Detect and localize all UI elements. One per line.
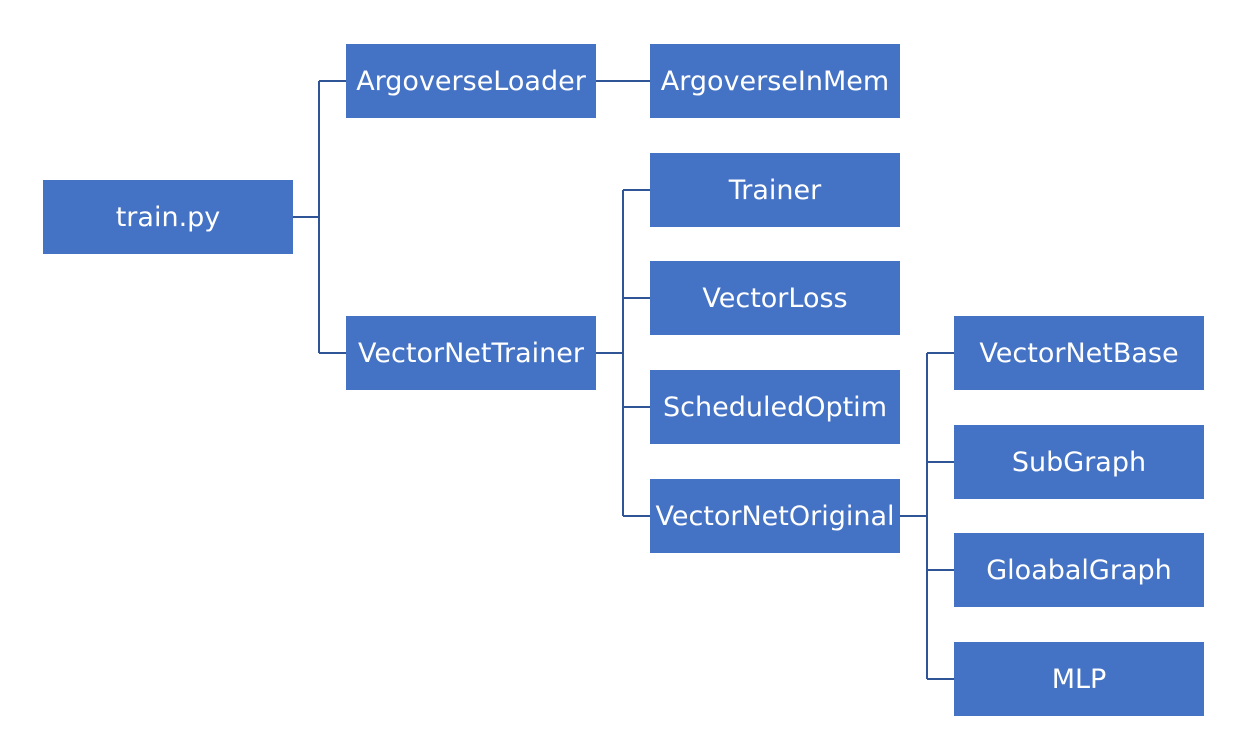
node-trainer: Trainer [650, 153, 900, 227]
connector-original-children [900, 352, 954, 680]
connector-trainer-children [596, 189, 650, 517]
node-vector-loss: VectorLoss [650, 261, 900, 335]
node-subgraph: SubGraph [954, 425, 1204, 499]
node-gloabal-graph: GloabalGraph [954, 533, 1204, 607]
node-vectornet-original: VectorNetOriginal [650, 479, 900, 553]
node-argoverse-loader: ArgoverseLoader [346, 44, 596, 118]
connector-train-children [293, 80, 346, 354]
node-scheduled-optim: ScheduledOptim [650, 370, 900, 444]
node-train-py: train.py [43, 180, 293, 254]
node-argoverse-inmem: ArgoverseInMem [650, 44, 900, 118]
node-vectornet-trainer: VectorNetTrainer [346, 316, 596, 390]
node-vectornet-base: VectorNetBase [954, 316, 1204, 390]
node-mlp: MLP [954, 642, 1204, 716]
